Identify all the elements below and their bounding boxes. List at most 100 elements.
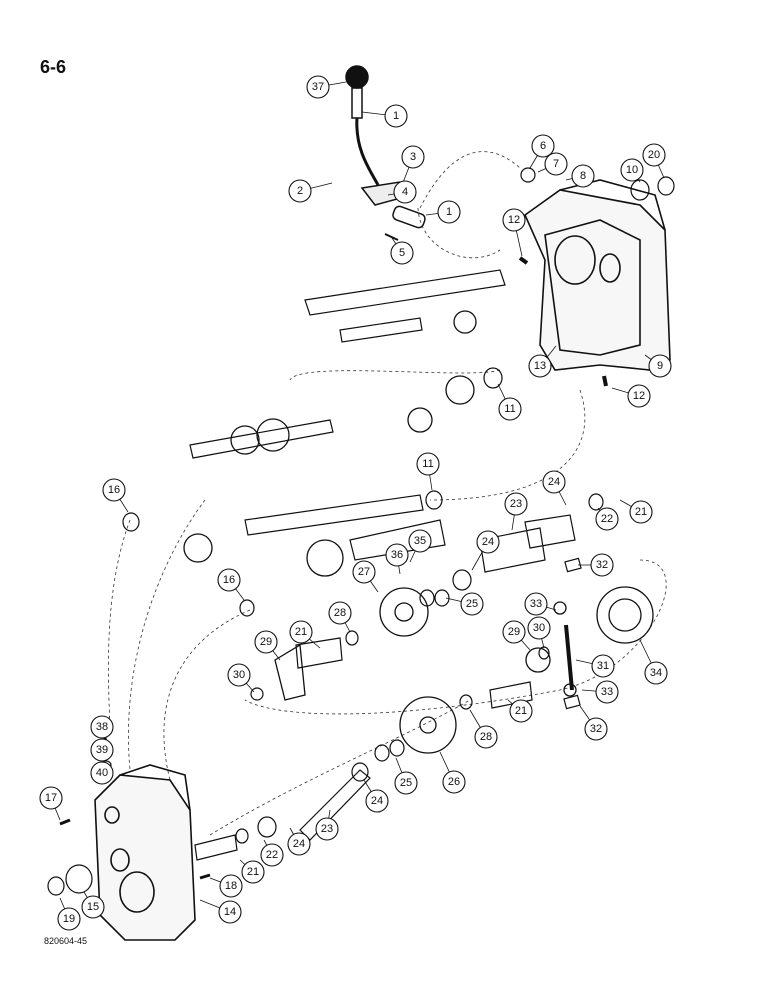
callout-circle xyxy=(509,699,533,723)
page-number: 6-6 xyxy=(40,57,67,77)
callout-10: 10 xyxy=(620,158,644,182)
callout-number: 17 xyxy=(45,792,57,804)
callout-23: 23 xyxy=(504,492,528,516)
callout-17: 17 xyxy=(39,786,63,810)
callout-circle xyxy=(442,770,466,794)
callout-circle xyxy=(591,654,615,678)
callout-24: 24 xyxy=(365,789,389,813)
callout-number: 4 xyxy=(402,186,408,198)
callout-number: 23 xyxy=(510,498,522,510)
callout-19: 19 xyxy=(57,907,81,931)
callout-circle xyxy=(648,354,672,378)
callout-25: 25 xyxy=(394,771,418,795)
callout-21: 21 xyxy=(509,699,533,723)
callout-circle xyxy=(542,470,566,494)
callout-circle xyxy=(595,680,619,704)
dashed-assembly-paths xyxy=(108,151,667,836)
callout-number: 11 xyxy=(504,403,515,415)
callout-circle xyxy=(408,529,432,553)
callout-number: 25 xyxy=(466,598,478,610)
callout-14: 14 xyxy=(218,900,242,924)
callout-11: 11 xyxy=(416,452,440,476)
callout-circle xyxy=(524,592,548,616)
callout-number: 20 xyxy=(648,149,660,161)
callout-11: 11 xyxy=(498,397,522,421)
callout-circle xyxy=(90,715,114,739)
callout-number: 24 xyxy=(293,838,305,850)
callout-number: 21 xyxy=(295,626,307,638)
callout-37: 37 xyxy=(306,75,330,99)
callout-25: 25 xyxy=(460,592,484,616)
callout-6: 6 xyxy=(531,134,555,158)
callout-32: 32 xyxy=(590,553,614,577)
callout-number: 3 xyxy=(410,151,416,163)
callout-number: 36 xyxy=(391,549,403,561)
callout-9: 9 xyxy=(648,354,672,378)
callout-circle xyxy=(504,492,528,516)
callout-circle xyxy=(217,568,241,592)
callout-circle xyxy=(460,592,484,616)
callout-circle xyxy=(306,75,330,99)
callout-circle xyxy=(241,860,265,884)
callout-circle xyxy=(416,452,440,476)
callout-12: 12 xyxy=(502,208,526,232)
callout-34: 34 xyxy=(644,661,668,685)
callout-circle xyxy=(644,661,668,685)
callout-38: 38 xyxy=(90,715,114,739)
callout-number: 28 xyxy=(480,731,492,743)
callout-7: 7 xyxy=(544,152,568,176)
callout-number: 16 xyxy=(223,574,235,586)
callout-number: 22 xyxy=(601,513,613,525)
callout-number: 25 xyxy=(400,777,412,789)
callout-number: 29 xyxy=(260,636,272,648)
callout-circle xyxy=(584,717,608,741)
callout-3: 3 xyxy=(401,145,425,169)
callout-number: 27 xyxy=(358,566,370,578)
callout-number: 28 xyxy=(334,607,346,619)
callout-circle xyxy=(218,900,242,924)
callout-number: 6 xyxy=(540,140,546,152)
callout-number: 24 xyxy=(371,795,383,807)
callout-23: 23 xyxy=(315,817,339,841)
callout-number: 32 xyxy=(590,723,602,735)
callout-number: 32 xyxy=(596,559,608,571)
callout-number: 13 xyxy=(534,360,546,372)
callout-27: 27 xyxy=(352,560,376,584)
callout-circle xyxy=(90,738,114,762)
callout-number: 19 xyxy=(63,913,75,925)
callout-circle xyxy=(385,543,409,567)
callout-36: 36 xyxy=(385,543,409,567)
callout-number: 9 xyxy=(657,360,663,372)
callout-circle xyxy=(315,817,339,841)
drawing-code: 820604-45 xyxy=(44,936,88,946)
callout-circle xyxy=(401,145,425,169)
callout-22: 22 xyxy=(595,507,619,531)
shaft-assemblies xyxy=(189,269,576,861)
callout-24: 24 xyxy=(287,832,311,856)
callout-number: 40 xyxy=(96,767,108,779)
callout-number: 39 xyxy=(96,744,108,756)
main-housing xyxy=(524,179,671,371)
callout-number: 10 xyxy=(626,164,638,176)
callout-8: 8 xyxy=(571,164,595,188)
callout-number: 38 xyxy=(96,721,108,733)
callout-21: 21 xyxy=(241,860,265,884)
callout-number: 26 xyxy=(448,776,460,788)
callout-number: 30 xyxy=(533,622,545,634)
callout-number: 24 xyxy=(482,536,494,548)
callout-number: 21 xyxy=(247,866,259,878)
callout-number: 12 xyxy=(633,390,645,402)
callout-12: 12 xyxy=(627,384,651,408)
callout-circle xyxy=(531,134,555,158)
callout-circle xyxy=(57,907,81,931)
callout-33: 33 xyxy=(595,680,619,704)
callout-circle xyxy=(629,500,653,524)
callout-number: 1 xyxy=(446,206,452,218)
callout-39: 39 xyxy=(90,738,114,762)
callout-number: 37 xyxy=(312,81,324,93)
callout-circle xyxy=(102,478,126,502)
callout-number: 33 xyxy=(601,686,613,698)
callout-16: 16 xyxy=(102,478,126,502)
callout-26: 26 xyxy=(442,770,466,794)
callout-number: 31 xyxy=(597,660,609,672)
